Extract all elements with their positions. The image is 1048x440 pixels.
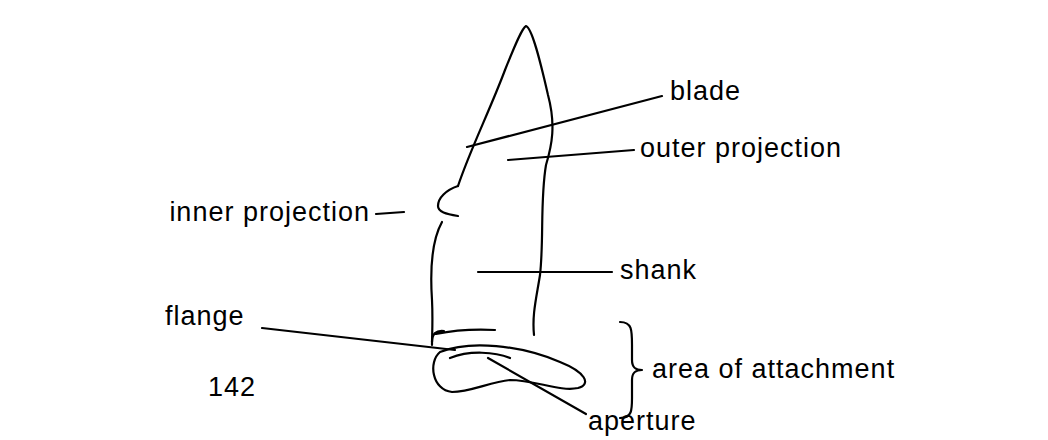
denticle-outline	[458, 26, 552, 335]
part-label: flange	[165, 303, 245, 330]
leader-line	[376, 212, 404, 214]
leader-line	[262, 328, 455, 350]
part-label: aperture	[588, 408, 697, 435]
part-label: shank	[620, 257, 697, 284]
bracket	[620, 322, 642, 418]
part-label: blade	[670, 78, 741, 105]
part-label: area of attachment	[652, 356, 895, 383]
aperture-outline	[433, 345, 585, 392]
leader-line	[467, 96, 662, 147]
part-label: inner projection	[169, 199, 370, 226]
callout-number: 142	[208, 374, 256, 401]
shank-left-edge	[431, 222, 442, 345]
flange-outline	[432, 330, 495, 342]
part-label: outer projection	[640, 135, 842, 162]
leader-line	[488, 358, 586, 414]
leader-line	[478, 271, 612, 273]
inner-projection-outline	[438, 186, 458, 216]
aperture-inner	[450, 353, 510, 358]
leader-line	[508, 150, 634, 160]
